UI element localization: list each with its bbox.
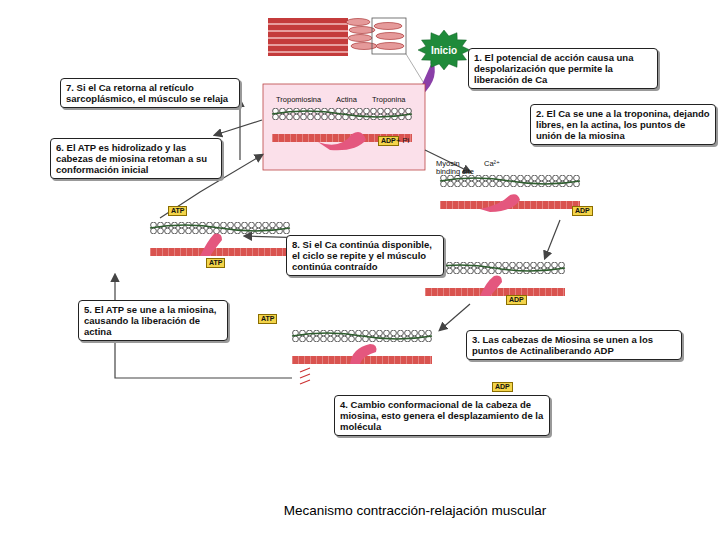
molecule-tag: ADP bbox=[506, 295, 527, 305]
step-text: 5. El ATP se une a la miosina, causando … bbox=[84, 304, 216, 337]
callout-box: 4. Cambio conformacional de la cabeza de… bbox=[334, 395, 550, 436]
callout-box: 3. Las cabezas de Miosina se unen a los … bbox=[466, 330, 682, 360]
part-label: Actina bbox=[336, 96, 357, 104]
callout-box: 7. Si el Ca retorna al retículo sarcoplá… bbox=[60, 78, 240, 108]
callout-box: 5. El ATP se une a la miosina, causando … bbox=[78, 300, 228, 341]
molecule-tag: ADP bbox=[378, 136, 399, 146]
callout-box: 2. El Ca se une a la troponina, dejando … bbox=[530, 104, 716, 145]
molecule-tag: ATP bbox=[258, 314, 277, 324]
step-text: 2. El Ca se une a la troponina, dejando … bbox=[536, 108, 710, 141]
step-text: 8. Si el Ca continúa disponible, el cicl… bbox=[292, 239, 432, 272]
part-label: Myosin binding site bbox=[436, 160, 480, 176]
step-text: 6. El ATP es hidrolizado y las cabezas d… bbox=[56, 142, 207, 175]
part-label: Troponina bbox=[372, 96, 406, 104]
myosin-head bbox=[318, 132, 366, 150]
caption: Mecanismo contracción-relajación muscula… bbox=[230, 503, 600, 518]
part-label: + Pi bbox=[396, 137, 409, 145]
callout-box: 6. El ATP es hidrolizado y las cabezas d… bbox=[50, 138, 222, 179]
molecule-tag: ATP bbox=[168, 206, 187, 216]
molecule-tag: ADP bbox=[572, 206, 593, 216]
muscle-fiber bbox=[268, 18, 425, 85]
part-label: Tropomiosina bbox=[276, 96, 321, 104]
step-text: 7. Si el Ca retorna al retículo sarcoplá… bbox=[66, 82, 228, 104]
part-label: Ca²⁺ bbox=[484, 160, 500, 168]
step-text: 3. Las cabezas de Miosina se unen a los … bbox=[472, 334, 653, 356]
molecule-tag: ADP bbox=[492, 382, 513, 392]
callout-box: 1. El potencial de acción causa una desp… bbox=[468, 48, 658, 89]
start-burst: Inicio bbox=[418, 30, 470, 70]
step-text: 4. Cambio conformacional de la cabeza de… bbox=[340, 399, 543, 432]
start-text: Inicio bbox=[431, 45, 457, 56]
step-text: 1. El potencial de acción causa una desp… bbox=[474, 52, 633, 85]
callout-box: 8. Si el Ca continúa disponible, el cicl… bbox=[286, 235, 444, 276]
molecule-tag: ATP bbox=[206, 258, 225, 268]
detail-panel bbox=[263, 84, 425, 170]
